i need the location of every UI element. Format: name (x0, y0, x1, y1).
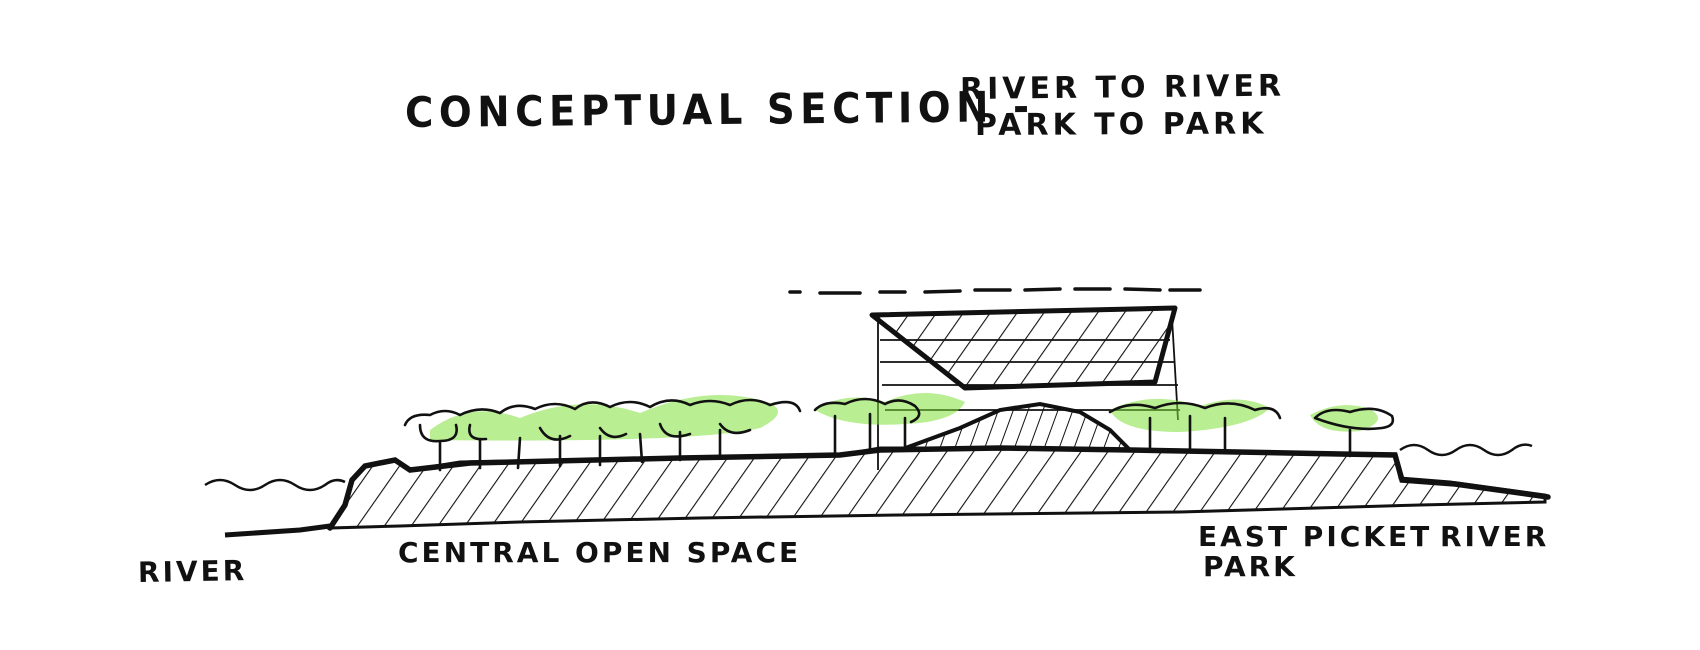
section-title: CONCEPTUAL SECTION - (404, 82, 1035, 137)
ground-top-edge (327, 445, 1551, 531)
label-river-left: RIVER (137, 554, 248, 589)
trees-right (1108, 401, 1282, 452)
building-volume (869, 305, 1178, 391)
label-east-picket: EAST PICKET (1198, 520, 1433, 553)
building-roofline (788, 287, 1202, 295)
trees-left (403, 398, 802, 472)
label-east-picket-park: PARK (1203, 550, 1298, 583)
label-river-right: RIVER (1440, 520, 1550, 553)
tree-east-picket (1313, 407, 1395, 458)
label-central-open-space: CENTRAL OPEN SPACE (398, 536, 802, 569)
central-mound (899, 401, 1132, 452)
section-subtitle-line2: PARK TO PARK (974, 106, 1268, 143)
left-river-waves (204, 478, 346, 492)
section-subtitle-line1: RIVER TO RIVER (959, 68, 1286, 107)
right-river-waves (1399, 443, 1533, 457)
trees-center (813, 397, 921, 454)
left-river-bed (224, 523, 331, 538)
